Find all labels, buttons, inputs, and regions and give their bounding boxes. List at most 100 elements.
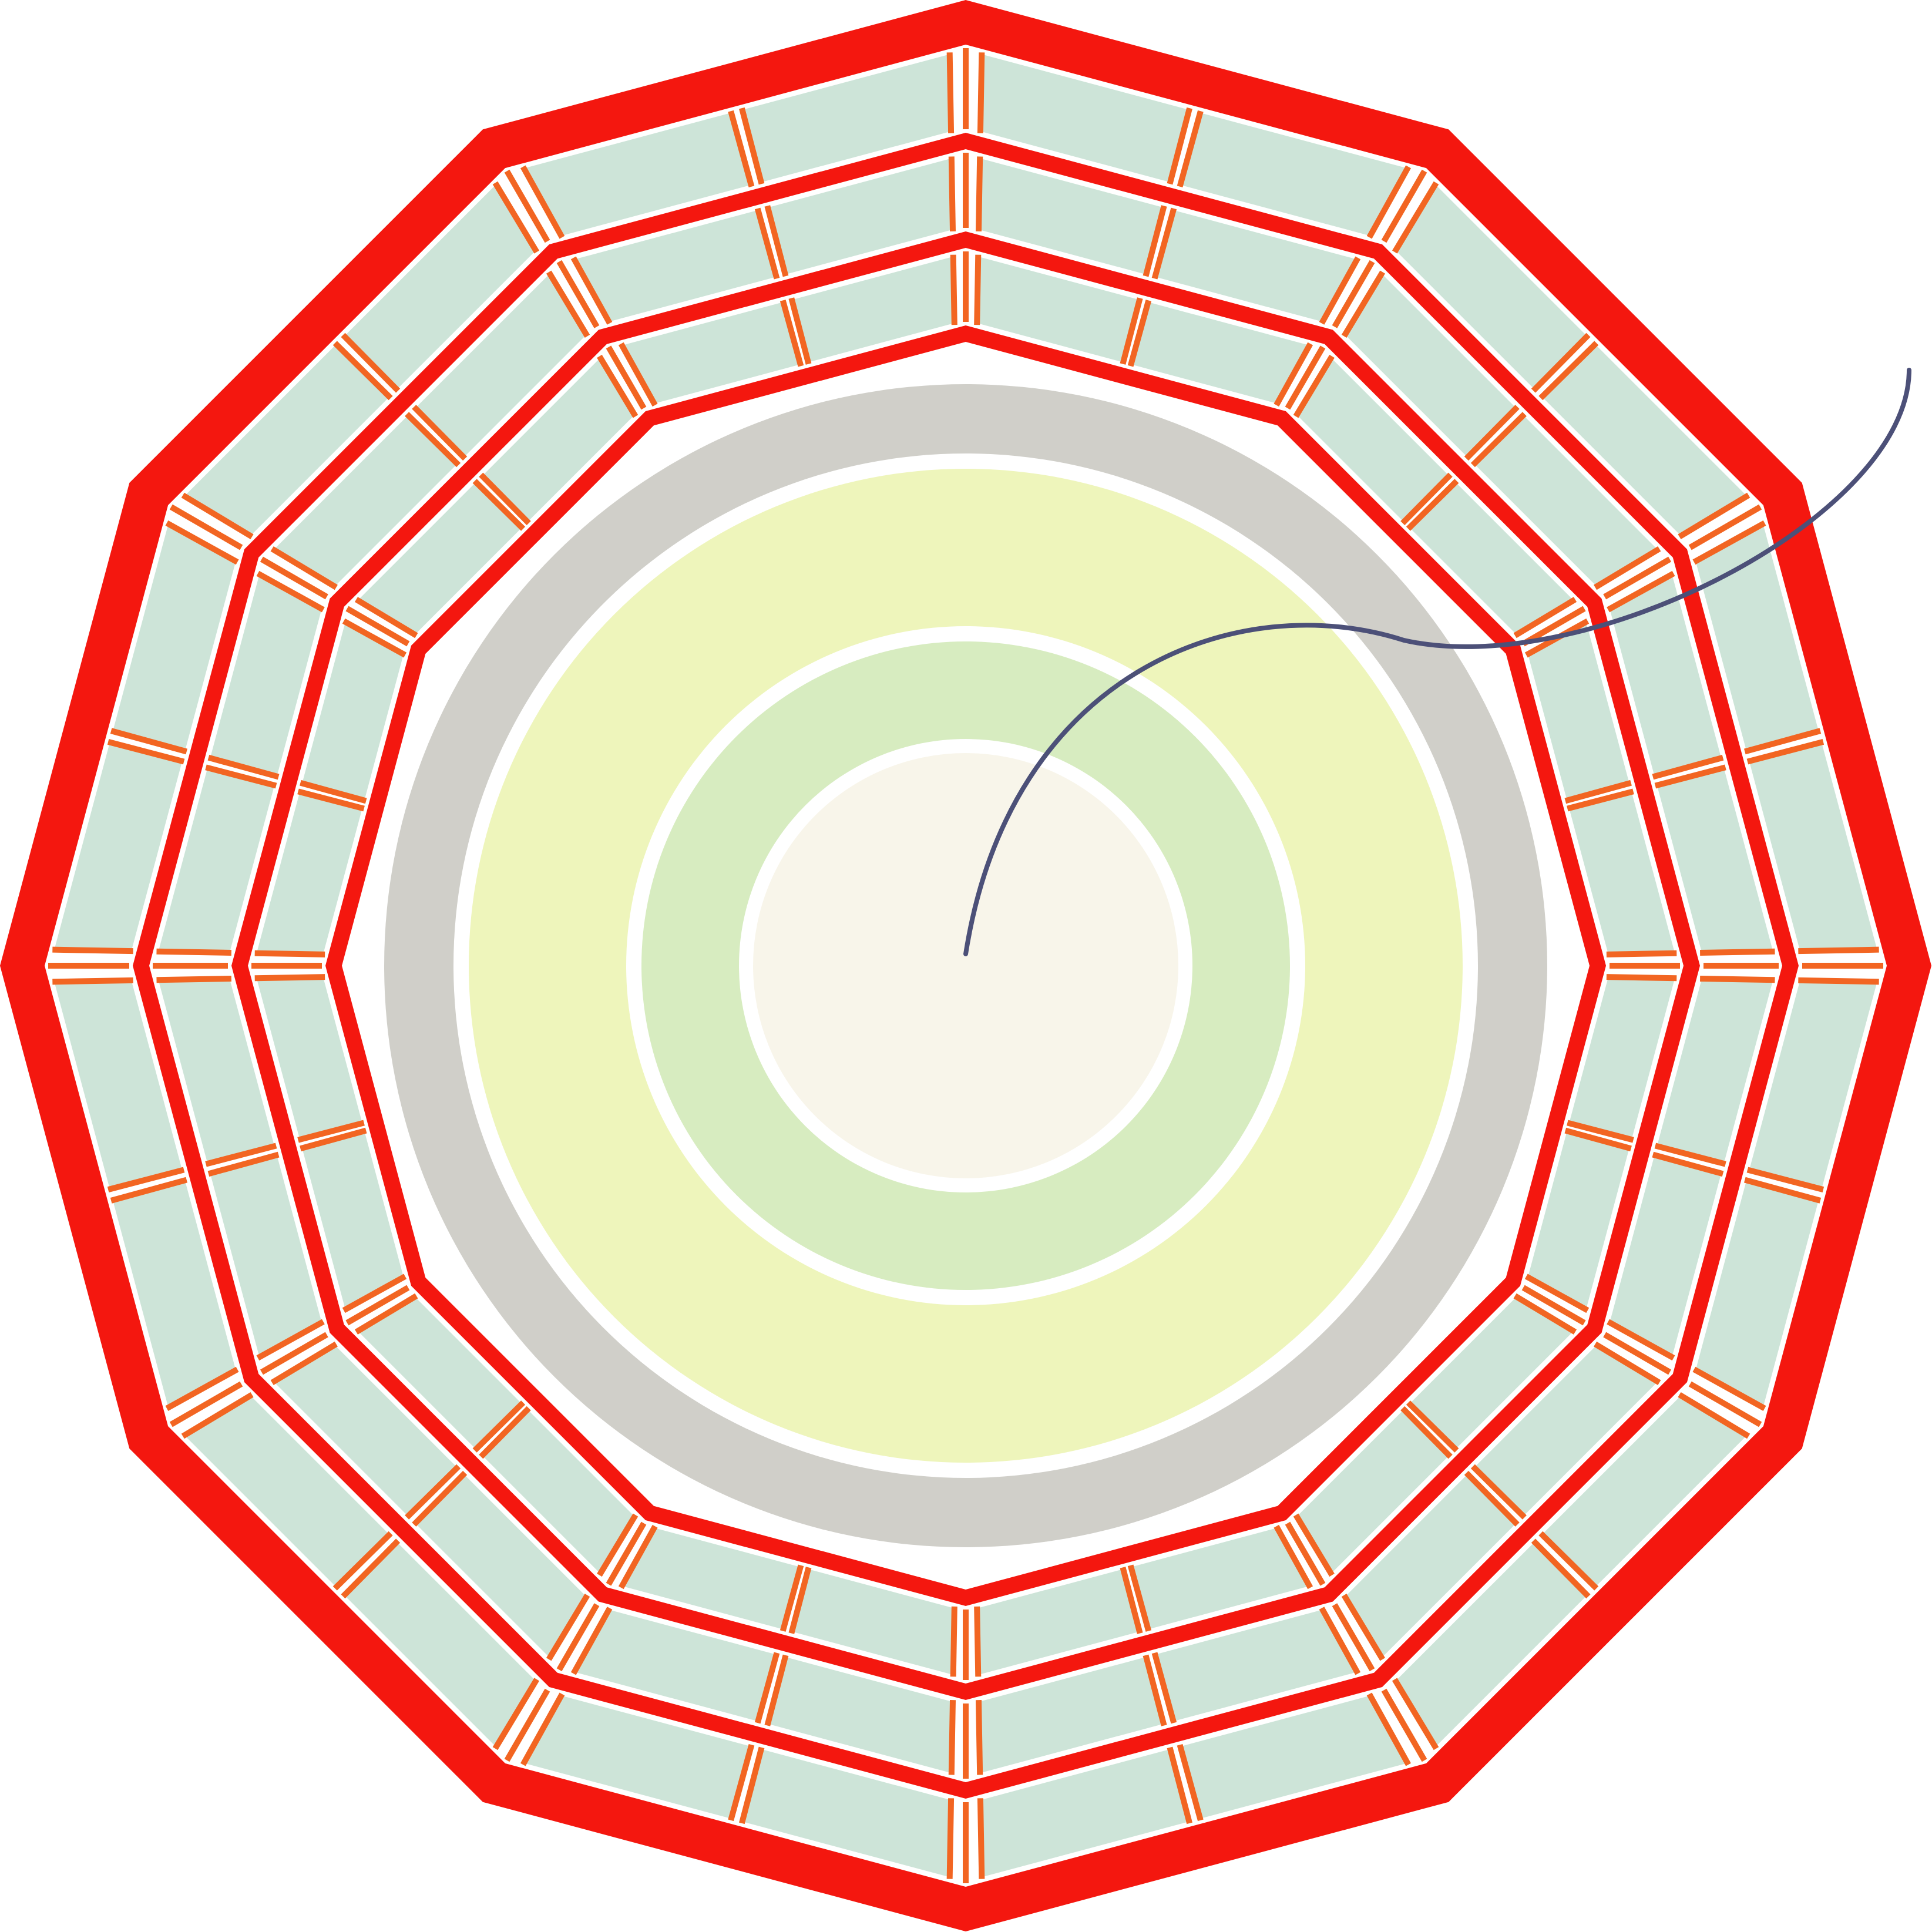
chamber-frame-bracket [618, 342, 658, 407]
chamber-vertex-frame [556, 1603, 600, 1672]
chamber-vertex-frame [1381, 169, 1427, 243]
chamber-frame-bracket [1120, 297, 1143, 365]
chamber-vertex-frame [169, 504, 243, 550]
chamber-frame-bracket [1392, 1678, 1439, 1750]
chamber-vertex-frame [1688, 504, 1762, 550]
chamber-frame-bracket [1594, 546, 1661, 590]
chamber-frame-bracket [1567, 788, 1634, 812]
chamber-frame-bracket [207, 754, 280, 780]
chamber-frame-bracket [1341, 270, 1386, 338]
chamber-vertex-frame [169, 1381, 243, 1427]
chamber-frame-bracket [1143, 1654, 1167, 1726]
chamber-frame-bracket [300, 779, 367, 804]
chamber-frame-bracket [1678, 1392, 1750, 1439]
chamber-frame-bracket [597, 1513, 639, 1577]
chamber-vertex-frame [606, 1521, 647, 1586]
chamber-frame-bracket [1538, 1531, 1599, 1591]
chamber-frame-bracket [948, 1700, 956, 1775]
chamber-frame-bracket [297, 788, 365, 812]
chamber-frame-bracket [1567, 1120, 1634, 1143]
chamber-vertex-frame [1381, 1688, 1427, 1762]
chamber-vertex-frame [1688, 1381, 1762, 1427]
chamber-frame-bracket [977, 52, 985, 133]
muon-track [963, 368, 1911, 956]
chamber-frame-bracket [412, 405, 468, 461]
chamber-frame-bracket [1274, 342, 1313, 407]
chamber-frame-bracket [1513, 1293, 1577, 1335]
chamber-frame-bracket [946, 52, 955, 133]
chamber-frame-bracket [1654, 1143, 1726, 1167]
chamber-frame-bracket [1127, 300, 1152, 367]
inner-tracker [753, 753, 1178, 1178]
chamber-frame-bracket [1319, 1607, 1361, 1675]
chamber-vertex-frame [1603, 1332, 1672, 1375]
chamber-frame-bracket [1177, 1743, 1204, 1822]
chamber-frame-bracket [546, 1594, 590, 1661]
chamber-frame-bracket [1341, 1594, 1386, 1661]
chamber-frame-bracket [1513, 597, 1577, 639]
chamber-vertex-frame [1285, 1521, 1326, 1586]
muon-station-middle [153, 153, 1779, 1779]
chamber-frame-bracket [270, 1341, 338, 1386]
chamber-frame-bracket [492, 181, 540, 254]
chamber-frame-bracket [974, 1606, 982, 1677]
chamber-vertex-frame [504, 169, 550, 243]
chamber-frame-bracket [165, 1366, 239, 1412]
chamber-frame-bracket [1594, 1341, 1661, 1386]
chamber-frame-bracket [1177, 110, 1204, 188]
chamber-vertex-frame [1285, 345, 1326, 410]
chamber-frame-bracket [1746, 1167, 1825, 1192]
chamber-frame-bracket [570, 1607, 613, 1675]
chamber-frame-bracket [975, 1700, 983, 1775]
chamber-frame-bracket [300, 1127, 367, 1152]
chamber-frame-bracket [1392, 181, 1439, 254]
chamber-frame-bracket [618, 1524, 658, 1590]
chamber-frame-bracket [1366, 165, 1412, 239]
chamber-frame-bracket [1654, 764, 1726, 789]
chamber-frame-bracket [788, 1567, 812, 1634]
chamber-frame-bracket [739, 1746, 765, 1825]
muon-station-outer [48, 48, 1883, 1883]
chamber-frame-bracket [342, 1274, 407, 1313]
chamber-frame-bracket [354, 597, 418, 639]
chamber-frame-bracket [1678, 492, 1750, 540]
chamber-frame-bracket [1167, 1746, 1192, 1825]
chamber-frame-bracket [479, 472, 531, 526]
chamber-frame-bracket [1464, 1470, 1520, 1527]
chamber-frame-bracket [1700, 948, 1775, 956]
chamber-frame-bracket [110, 728, 188, 755]
chamber-frame-bracket [1293, 1513, 1335, 1577]
chamber-frame-bracket [479, 1406, 531, 1459]
chamber-frame-bracket [1470, 412, 1527, 468]
chamber-vertex-frame [1521, 1285, 1586, 1326]
chamber-frame-bracket [754, 1652, 780, 1724]
chamber-vertex-frame [1332, 260, 1375, 328]
chamber-frame-bracket [1400, 1406, 1453, 1459]
chamber-frame-bracket [205, 764, 277, 789]
chamber-frame-bracket [1366, 1692, 1412, 1766]
chamber-frame-bracket [1606, 974, 1677, 982]
chamber-vertex-frame [606, 345, 647, 410]
chamber-frame-bracket [342, 618, 407, 658]
chamber-frame-bracket [948, 156, 956, 231]
chamber-frame-bracket [341, 332, 401, 393]
chamber-frame-bracket [1746, 739, 1825, 765]
chamber-frame-bracket [405, 412, 461, 468]
chamber-frame-bracket [205, 1143, 277, 1167]
chamber-frame-bracket [332, 1531, 393, 1591]
chamber-frame-bracket [977, 1798, 985, 1879]
chamber-frame-bracket [728, 1743, 755, 1822]
chamber-frame-bracket [107, 1167, 185, 1192]
chamber-frame-bracket [492, 1678, 540, 1750]
chamber-frame-bracket [1464, 405, 1520, 461]
chamber-frame-bracket [1524, 1274, 1590, 1313]
chamber-frame-bracket [1607, 570, 1675, 613]
chamber-frame-bracket [1143, 205, 1167, 277]
chamber-frame-bracket [181, 492, 254, 540]
chamber-frame-bracket [207, 1151, 280, 1177]
chamber-frame-bracket [1564, 779, 1632, 804]
chamber-frame-bracket [405, 1464, 461, 1520]
chamber-vertex-frame [260, 556, 328, 600]
chamber-frame-bracket [1564, 1127, 1632, 1152]
